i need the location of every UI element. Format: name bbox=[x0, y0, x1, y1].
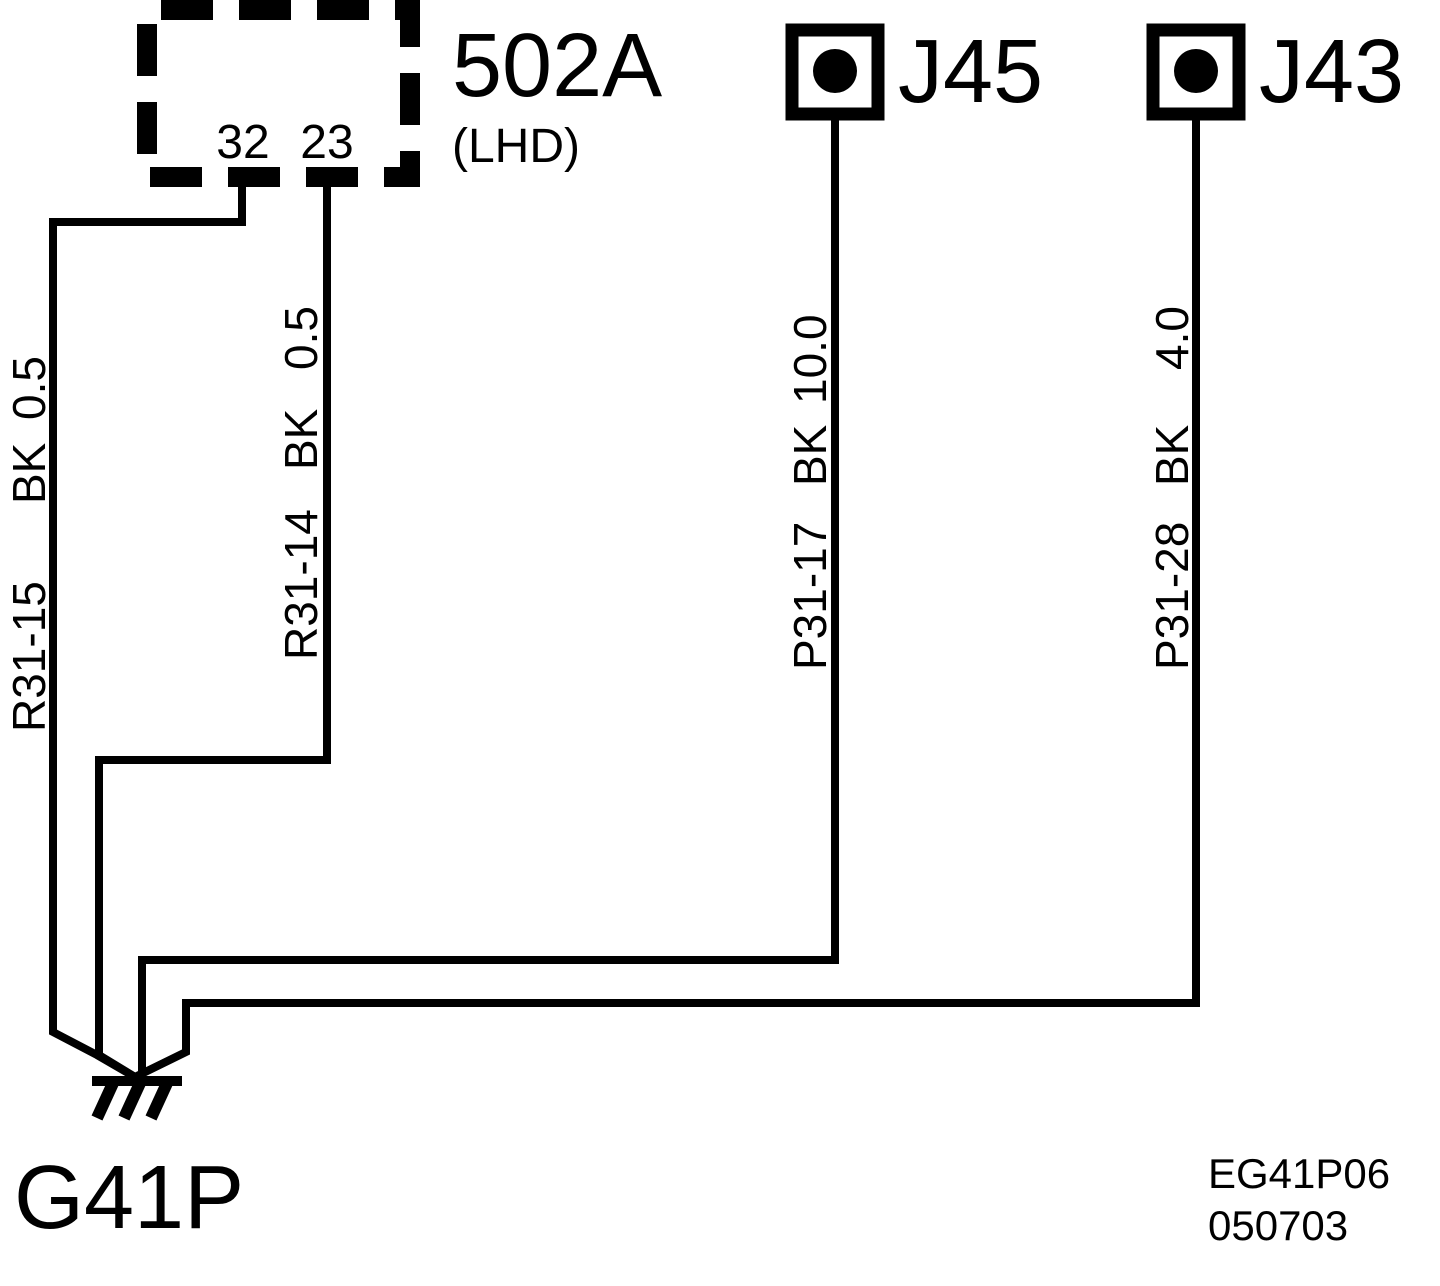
connector-502a-variant: (LHD) bbox=[452, 120, 580, 173]
terminal-j43-box bbox=[1146, 23, 1246, 121]
wire-r31-14[interactable] bbox=[95, 180, 331, 1081]
terminal-j45-box bbox=[785, 23, 885, 121]
wire-r31-15[interactable] bbox=[49, 180, 246, 1081]
svg-text:10.0: 10.0 bbox=[784, 314, 836, 404]
terminal-j45[interactable] bbox=[785, 23, 885, 121]
svg-text:R31-14: R31-14 bbox=[275, 509, 327, 660]
ground-icon bbox=[91, 1076, 182, 1121]
wire-label-p31-28: P31-28 BK 4.0 bbox=[1146, 306, 1198, 670]
connector-502a-label: 502A bbox=[452, 16, 662, 116]
wire-label-r31-15: R31-15 BK 0.5 bbox=[3, 356, 55, 732]
wire-label-r31-14: R31-14 BK 0.5 bbox=[275, 306, 327, 660]
date-code: 050703 bbox=[1208, 1202, 1348, 1249]
svg-text:4.0: 4.0 bbox=[1146, 306, 1198, 370]
terminal-j45-dot bbox=[813, 49, 857, 93]
terminal-j45-label: J45 bbox=[898, 22, 1043, 122]
connector-502a-outline bbox=[137, 0, 420, 187]
svg-text:BK: BK bbox=[3, 442, 55, 504]
svg-text:BK: BK bbox=[275, 408, 327, 470]
terminal-j43[interactable] bbox=[1146, 23, 1246, 121]
wire-p31-28[interactable] bbox=[133, 117, 1200, 1081]
svg-text:0.5: 0.5 bbox=[275, 306, 327, 370]
wire-p31-17[interactable] bbox=[138, 117, 839, 1077]
diagram-code: EG41P06 bbox=[1208, 1150, 1390, 1197]
svg-text:BK: BK bbox=[1146, 424, 1198, 486]
ground-label: G41P bbox=[14, 1148, 244, 1248]
svg-text:P31-28: P31-28 bbox=[1146, 522, 1198, 670]
wire-label-p31-17: P31-17 BK 10.0 bbox=[784, 314, 836, 670]
svg-text:0.5: 0.5 bbox=[3, 356, 55, 420]
svg-text:P31-17: P31-17 bbox=[784, 522, 836, 670]
svg-text:R31-15: R31-15 bbox=[3, 581, 55, 732]
connector-502a[interactable]: 32 23 bbox=[137, 0, 420, 187]
connector-502a-pin-32: 32 bbox=[216, 116, 269, 169]
svg-text:BK: BK bbox=[784, 424, 836, 486]
terminal-j43-dot bbox=[1174, 49, 1218, 93]
terminal-j43-label: J43 bbox=[1259, 22, 1404, 122]
connector-502a-pin-23: 23 bbox=[300, 116, 353, 169]
